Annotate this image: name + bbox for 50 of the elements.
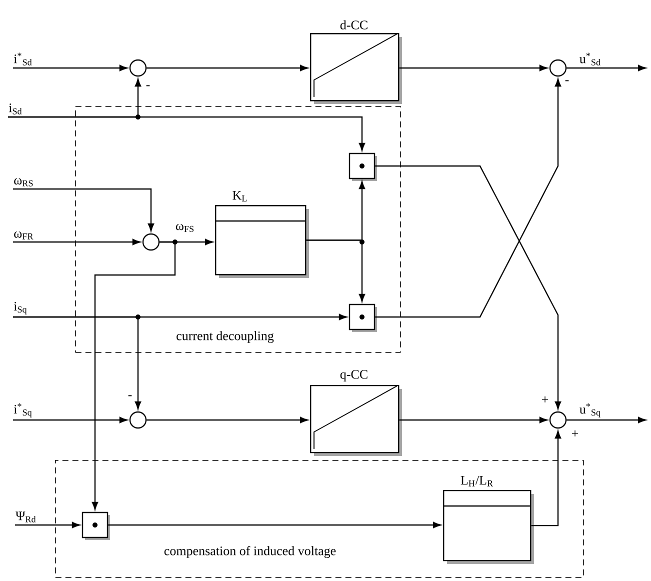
arrow [566, 416, 646, 424]
sign-label: + [542, 396, 548, 402]
signal-label: Ψ$_{Rd}$ [16, 512, 36, 522]
summing-junction [549, 411, 567, 429]
sign-label: - [565, 80, 569, 82]
sign-label: - [146, 85, 150, 86]
multiplier-block [348, 304, 377, 332]
sign-label: - [128, 395, 132, 396]
sign-label: + [572, 430, 578, 436]
signal-label: i$_{Sd}$ [8, 104, 22, 114]
signal-label: i$_{Sq}$ [14, 302, 27, 314]
summing-junction [129, 59, 147, 77]
arrow [108, 522, 441, 528]
controller-block: q-CC [310, 370, 402, 456]
arrow [13, 238, 140, 246]
multiplier-block [348, 152, 377, 181]
arrow [146, 64, 308, 72]
node-label: d-CC [340, 20, 368, 30]
arrow [13, 64, 128, 72]
arrow [399, 64, 548, 72]
multiplier-block [82, 512, 110, 540]
signal-label: i$^{*}$Sd [14, 52, 32, 66]
signal-label: ω$_{FR}$ [14, 231, 34, 240]
arrow [375, 78, 562, 318]
controller-block: d-CC [310, 20, 402, 104]
arrow [13, 316, 142, 410]
arrow [306, 240, 366, 302]
arrow [92, 241, 176, 510]
node-label: K$_{L}$ [232, 191, 247, 202]
signal-label: u$^{*}$Sd [580, 52, 600, 66]
edge-label: ω$_{FS}$ [174, 222, 196, 234]
summing-junction [129, 411, 147, 429]
arrow [531, 430, 562, 526]
arrow [13, 416, 128, 424]
gain-block: L$_{H}$/L$_{R}$ [443, 476, 534, 564]
arrow [15, 522, 80, 528]
node-label: L$_{H}$/L$_{R}$ [460, 476, 494, 486]
summing-junction [549, 59, 567, 77]
signal-label: ω$_{RS}$ [14, 178, 33, 186]
signal-label: u$^{*}$Sq [580, 403, 600, 418]
signal-label: i$^{*}$Sq [14, 403, 32, 418]
arrow [8, 116, 366, 151]
gain-block: K$_{L}$ [215, 191, 309, 278]
arrow [375, 165, 562, 410]
arrow [566, 64, 646, 72]
arrow [13, 188, 154, 232]
node-label: q-CC [340, 370, 368, 382]
summing-junction [142, 233, 160, 251]
arrow [399, 416, 548, 424]
arrow [146, 416, 308, 424]
